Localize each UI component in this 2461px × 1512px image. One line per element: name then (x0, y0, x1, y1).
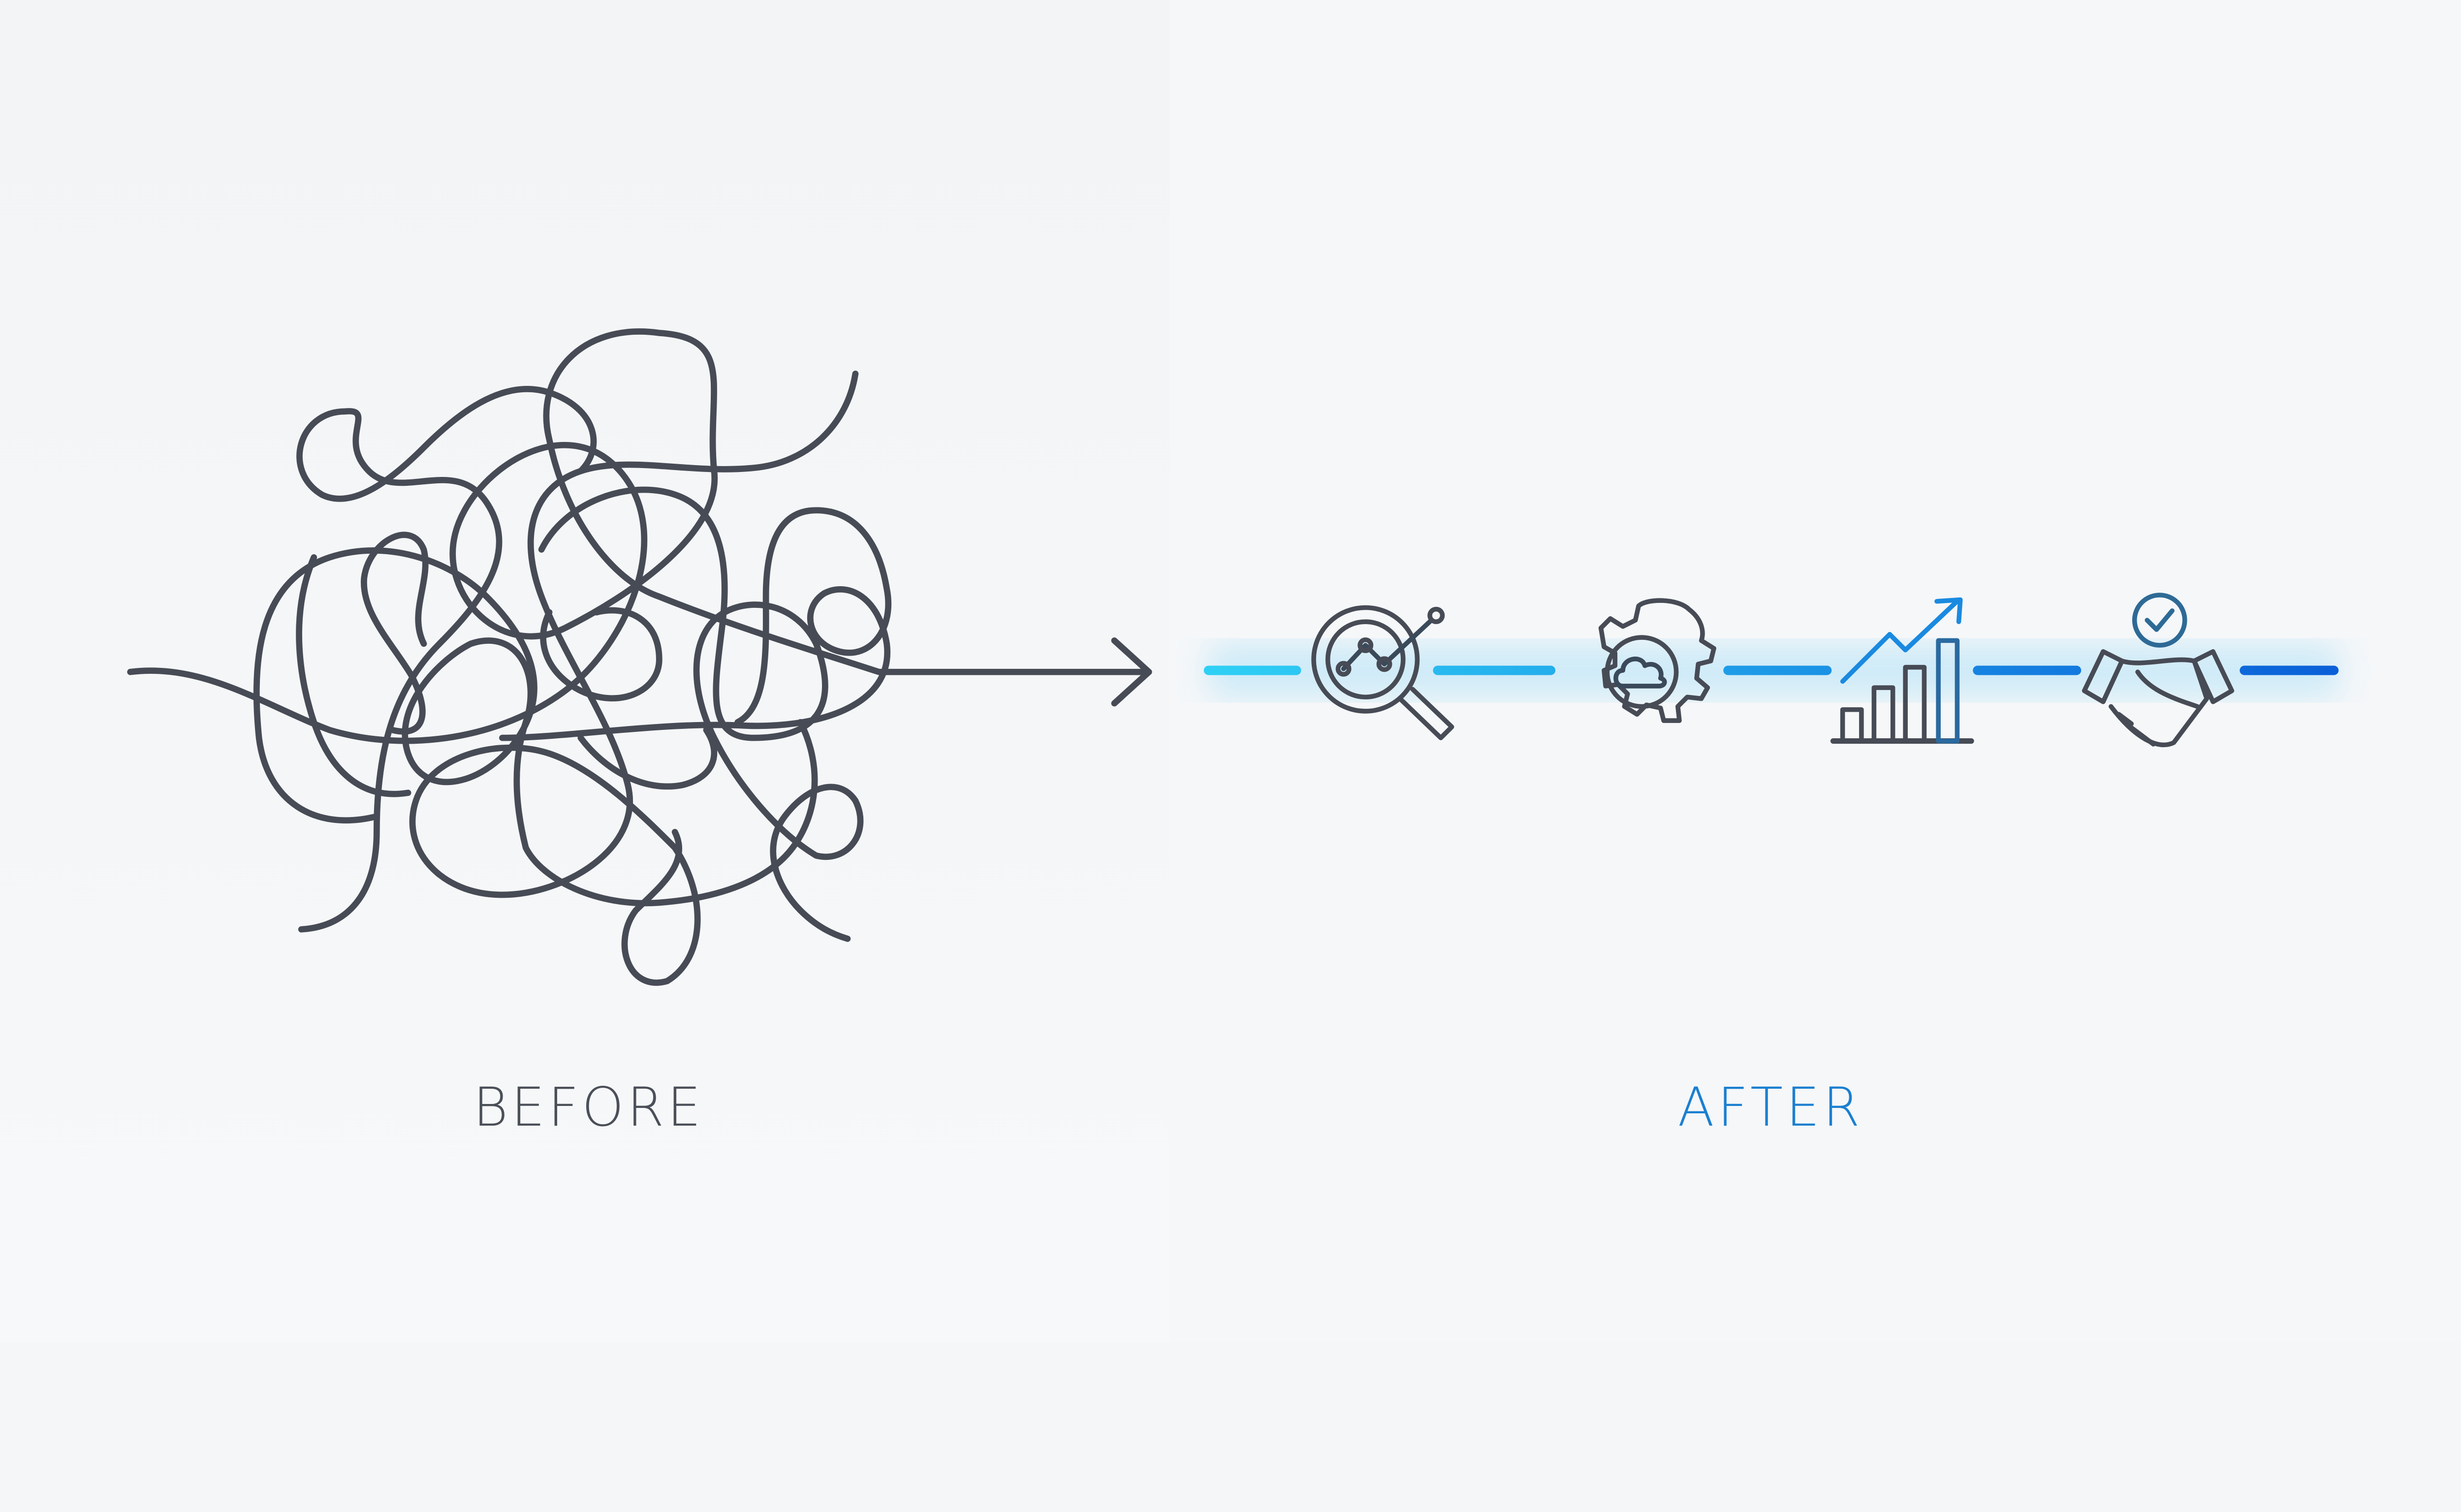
before-label: BEFORE (473, 1076, 704, 1138)
tangled-line (127, 328, 1152, 986)
growth-chart-icon (1830, 597, 1974, 744)
magnifier-analytics-icon (1311, 605, 1454, 740)
after-label: AFTER (1678, 1076, 1863, 1138)
process-line (1203, 643, 2339, 697)
handshake-check-icon (2082, 593, 2235, 748)
before-after-illustration: BEFORE (0, 0, 2339, 1342)
gear-cloud-icon (1598, 598, 1716, 723)
